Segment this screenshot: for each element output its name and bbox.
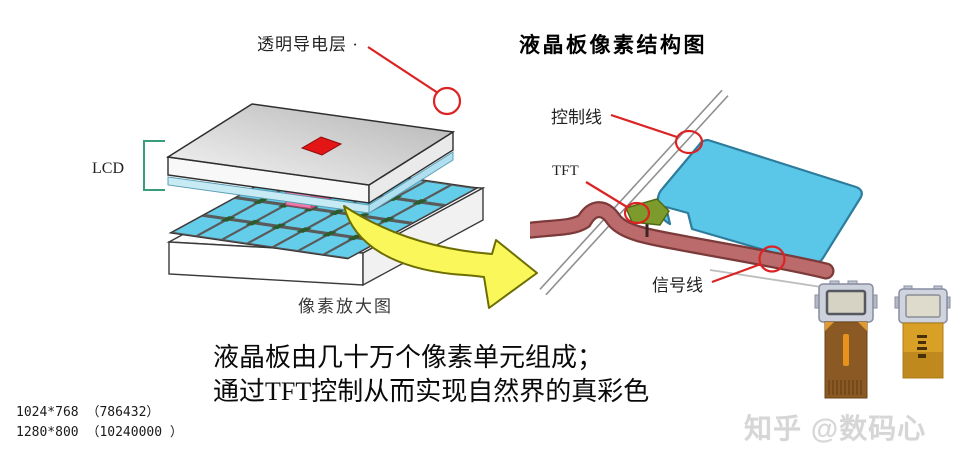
description-line-2: 通过TFT控制从而实现自然界的真彩色 <box>213 377 650 406</box>
module-screen <box>825 289 867 316</box>
red-pixel-marker <box>300 136 343 156</box>
description-line-1: 液晶板由几十万个像素单元组成； <box>213 343 604 372</box>
control-line-wire <box>539 90 729 296</box>
top-glass-slab <box>165 103 456 214</box>
signal-line-label: 信号线 <box>652 276 703 295</box>
watermark: 知乎 @数码心 <box>744 413 927 444</box>
description-text: 液晶板由几十万个像素单元组成； 通过TFT控制从而实现自然界的真彩色 <box>213 341 649 409</box>
ribbon-markings <box>917 335 927 358</box>
lcd-module-right <box>894 285 951 379</box>
resolution-line-1: 1024*768 （786432） <box>16 405 160 420</box>
resolution-line-2: 1280*800 （10240000 ） <box>16 425 183 440</box>
pixel-zoom-label: 像素放大图 <box>298 297 393 316</box>
control-line-label: 控制线 <box>551 108 602 127</box>
lcd-stack-diagram <box>165 103 486 287</box>
module-screen <box>905 294 941 318</box>
lcd-label: LCD <box>92 160 124 177</box>
page-title: 液晶板像素结构图 <box>519 33 707 57</box>
lcd-bracket <box>143 140 165 191</box>
tft-label: TFT <box>552 163 579 179</box>
lcd-module-photos <box>814 280 951 399</box>
ribbon-contacts <box>828 380 862 395</box>
transparent-layer-label: 透明导电层 · <box>257 35 359 54</box>
lcd-module-left <box>814 280 878 399</box>
resolution-notes: 1024*768 （786432） 1280*800 （10240000 ） <box>16 403 183 443</box>
